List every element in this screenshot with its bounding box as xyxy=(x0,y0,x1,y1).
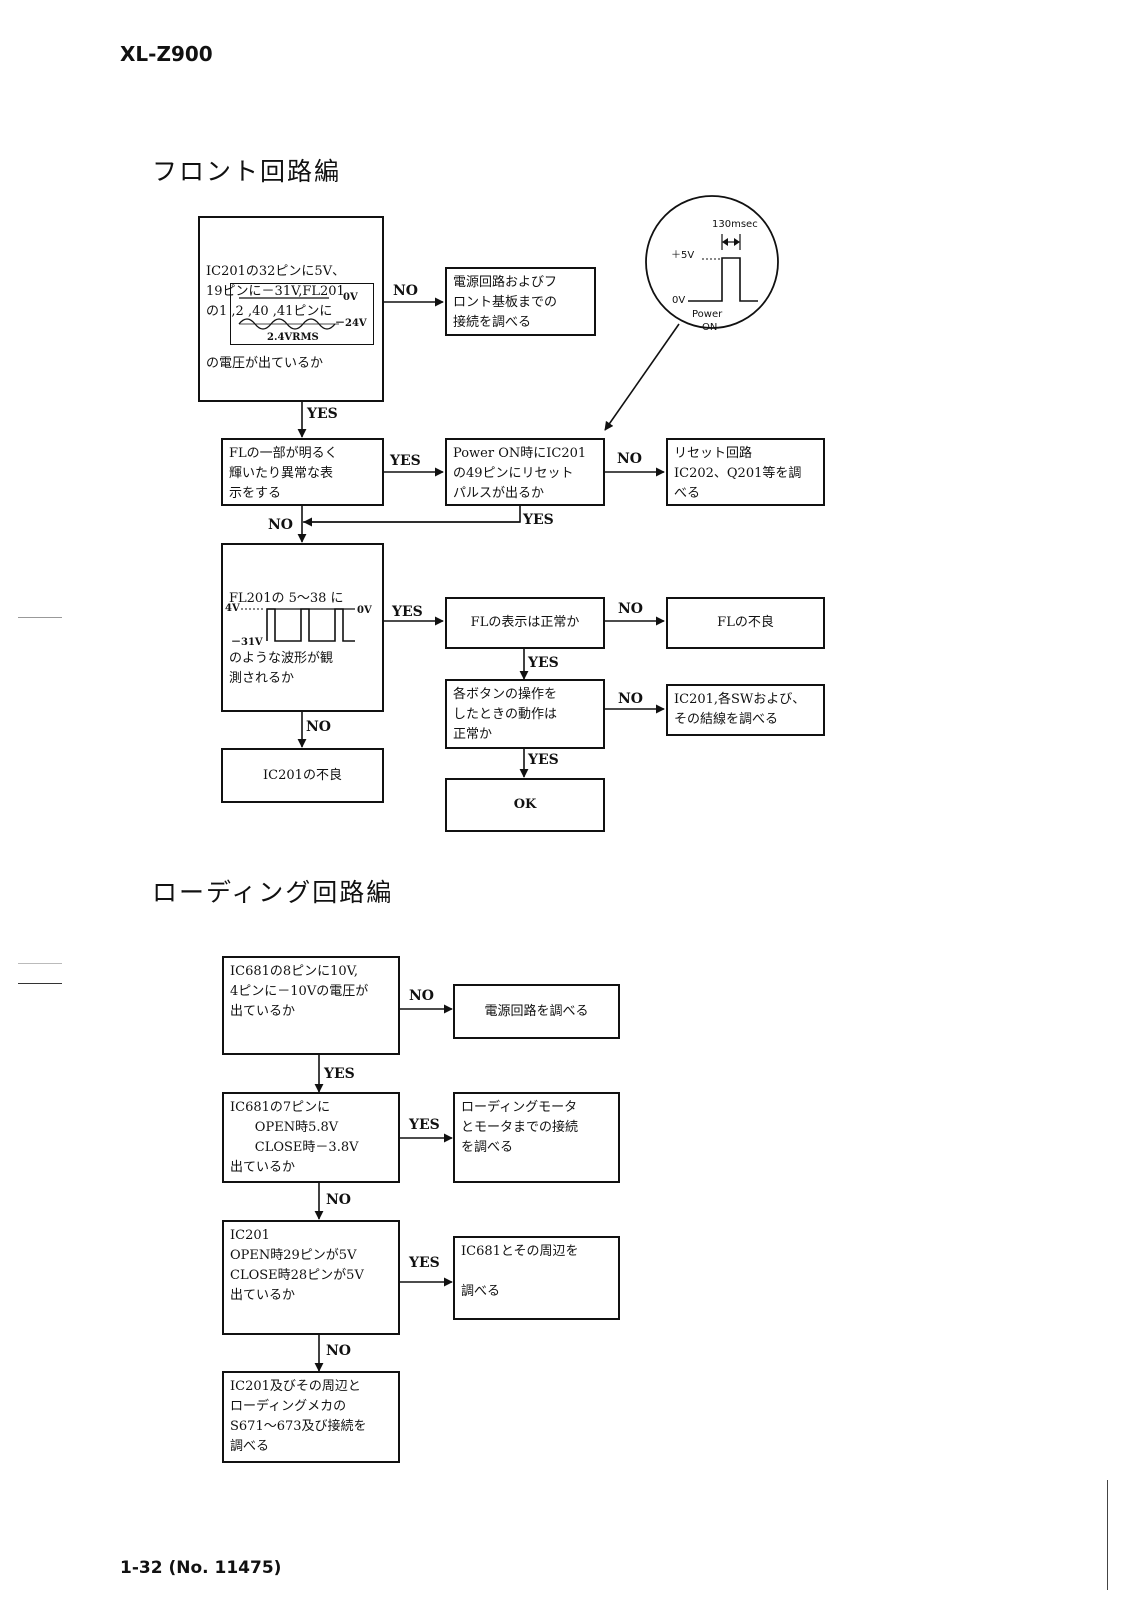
no-label: NO xyxy=(617,451,642,467)
circle-power-label: Power xyxy=(692,309,723,320)
yes-label: YES xyxy=(392,604,423,620)
circle-0v-label: 0V xyxy=(672,295,686,306)
margin-mark xyxy=(1107,1480,1108,1590)
yes-label: YES xyxy=(528,655,559,671)
check-switch-wiring-box: IC201,各SWおよび、 その結線を調べる xyxy=(666,684,825,736)
page-number: 1-32 (No. 11475) xyxy=(120,1558,282,1578)
reset-pulse-check-box: Power ON時にIC201 の49ピンにリセット パルスが出るか xyxy=(445,438,605,506)
check-pin-voltage-text: IC201の32ピンに5V、 19ピンに－31V,FL201 の1 ,2 ,40… xyxy=(206,264,346,319)
fl-waveform-check-text: FL201の 5～38 に xyxy=(229,591,344,606)
check-reset-circuit-box: リセット回路 IC202、Q201等を調 べる xyxy=(666,438,825,506)
fl-fault-box: FLの不良 xyxy=(666,597,825,649)
ic201-open-close-check-box: IC201 OPEN時29ピンが5V CLOSE時28ピンが5V 出ているか xyxy=(222,1220,400,1335)
ac-waveform-graphic xyxy=(238,297,339,330)
no-label: NO xyxy=(306,719,331,735)
ok-box: OK xyxy=(445,778,605,832)
fl-waveform-question: のような波形が観 測されるか xyxy=(229,651,334,686)
yes-label: YES xyxy=(324,1066,355,1082)
no-label: NO xyxy=(618,601,643,617)
loading-section-title: ローディング回路編 xyxy=(152,878,394,907)
pulse-waveform-graphic xyxy=(241,608,355,642)
button-operation-check-box: 各ボタンの操作を したときの動作は 正常か xyxy=(445,679,605,749)
ac-0v-label: 0V xyxy=(343,292,358,303)
margin-mark xyxy=(18,963,62,964)
fl-abnormal-display-box: FLの一部が明るく 輝いたり異常な表 示をする xyxy=(221,438,384,506)
circle-130msec-label: 130msec xyxy=(712,219,758,230)
fl-waveform-check-box: FL201の 5～38 に 4V 0V －31V のような波形が観 測されるか xyxy=(221,543,384,712)
check-pin-voltage-box: IC201の32ピンに5V、 19ピンに－31V,FL201 の1 ,2 ,40… xyxy=(198,216,384,402)
check-loading-motor-box: ローディングモータ とモータまでの接続 を調べる xyxy=(453,1092,620,1183)
no-label: NO xyxy=(393,283,418,299)
ac-vrms-label: 2.4VRMS xyxy=(267,332,319,343)
model-name: XL-Z900 xyxy=(120,42,213,66)
ac-24v-label: －24V xyxy=(335,318,367,329)
ac-waveform-figure: 0V －24V 2.4VRMS xyxy=(230,283,374,345)
check-pin-voltage-question: の電圧が出ているか xyxy=(206,356,324,371)
pulse-31v-label: －31V xyxy=(231,637,263,648)
margin-mark xyxy=(18,983,62,984)
check-power-circuit-box: 電源回路およびフ ロント基板までの 接続を調べる xyxy=(445,267,596,336)
pulse-0v-label: 0V xyxy=(357,605,372,616)
no-label: NO xyxy=(326,1192,351,1208)
check-ic681-box: IC681とその周辺を 調べる xyxy=(453,1236,620,1320)
yes-label: YES xyxy=(307,406,338,422)
no-label: NO xyxy=(268,517,293,533)
yes-label: YES xyxy=(409,1117,440,1133)
pulse-4v-label: 4V xyxy=(225,603,240,614)
check-power-circuit-box-2: 電源回路を調べる xyxy=(453,984,620,1039)
ic681-pin7-check-box: IC681の7ピンに OPEN時5.8V CLOSE時－3.8V 出ているか xyxy=(222,1092,400,1183)
yes-label: YES xyxy=(523,512,554,528)
yes-label: YES xyxy=(390,453,421,469)
no-label: NO xyxy=(409,988,434,1004)
check-loading-mechanism-box: IC201及びその周辺と ローディングメカの S671～673及び接続を 調べる xyxy=(222,1371,400,1463)
ic201-fault-box: IC201の不良 xyxy=(221,748,384,803)
circle-5v-label: ＋5V xyxy=(671,250,695,261)
front-section-title: フロント回路編 xyxy=(152,157,342,186)
no-label: NO xyxy=(326,1343,351,1359)
yes-label: YES xyxy=(528,752,559,768)
ic681-voltage-check-box: IC681の8ピンに10V, 4ピンに－10Vの電圧が 出ているか xyxy=(222,956,400,1055)
fl-display-normal-box: FLの表示は正常か xyxy=(445,597,605,649)
circle-on-label: ON xyxy=(702,322,718,333)
margin-mark xyxy=(18,617,62,618)
no-label: NO xyxy=(618,691,643,707)
yes-label: YES xyxy=(409,1255,440,1271)
